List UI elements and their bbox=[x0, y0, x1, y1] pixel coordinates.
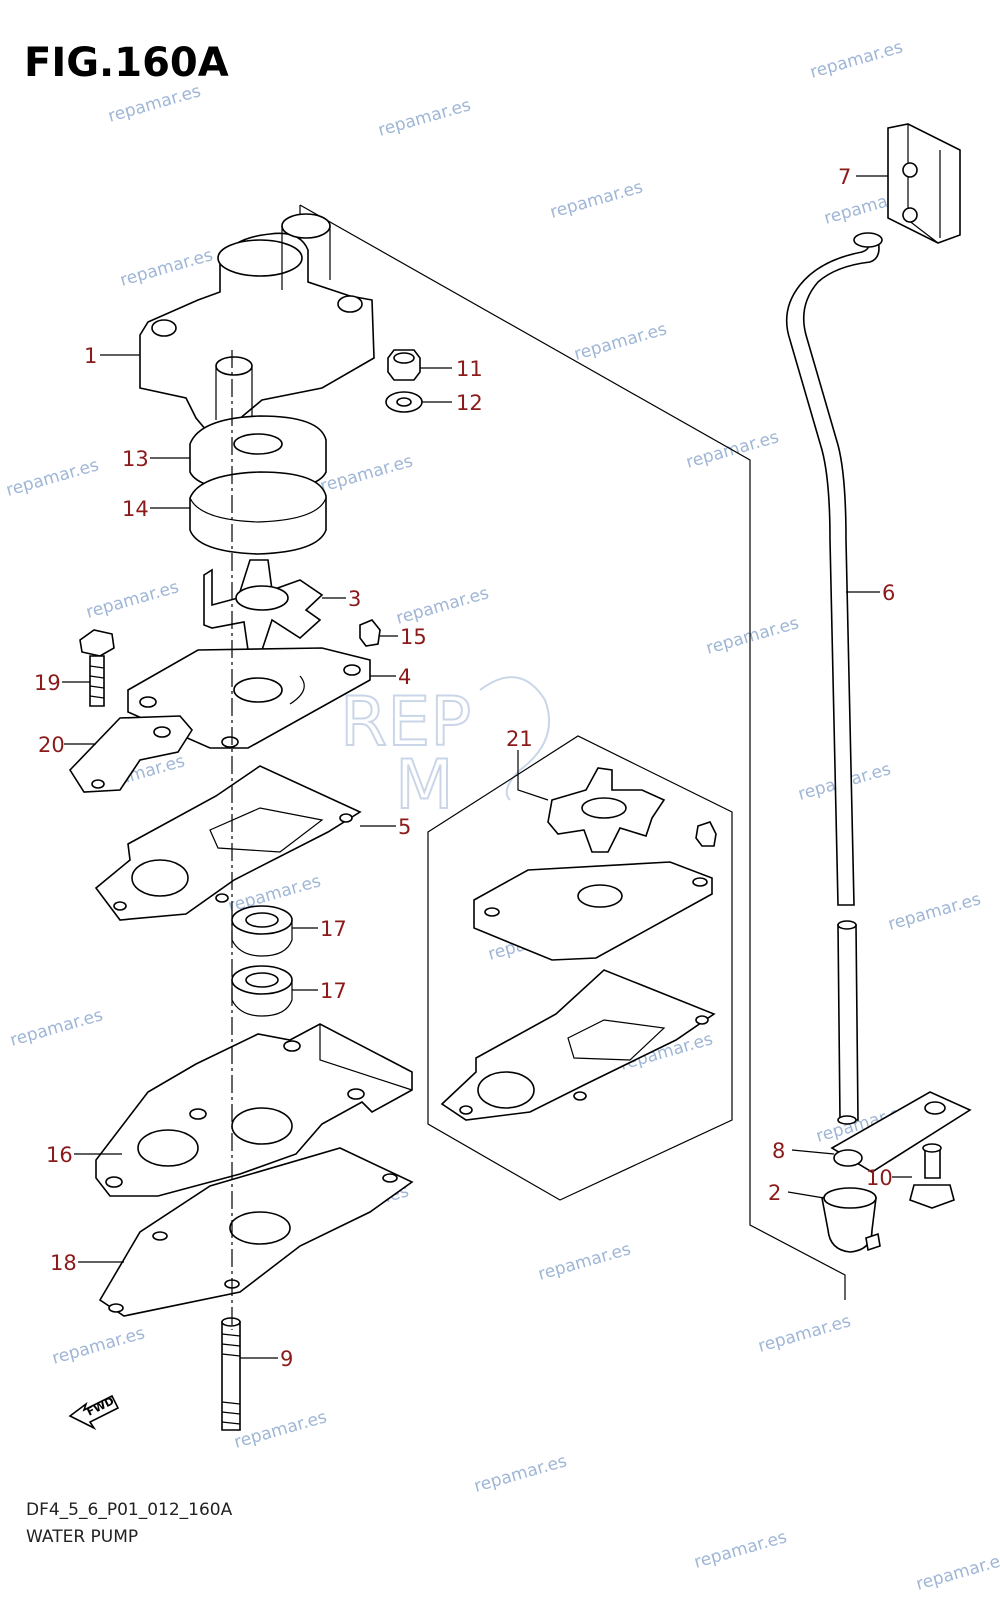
callout-19: 19 bbox=[34, 671, 61, 695]
part-7-grommet bbox=[887, 123, 961, 244]
watermark-text: repamar.es bbox=[756, 1311, 853, 1357]
callout-5: 5 bbox=[398, 815, 411, 839]
callout-12: 12 bbox=[456, 391, 483, 415]
watermark-text: repamar.es bbox=[536, 1239, 633, 1285]
callout-9: 9 bbox=[280, 1347, 293, 1371]
part-21-repair-kit bbox=[427, 735, 733, 1201]
callout-13: 13 bbox=[122, 447, 149, 471]
callout-21: 21 bbox=[506, 727, 533, 751]
part-3-impeller bbox=[203, 559, 324, 651]
part-1-pump-case bbox=[139, 213, 375, 431]
watermark-text: repamar.es bbox=[106, 81, 203, 127]
callout-11: 11 bbox=[456, 357, 483, 381]
fwd-arrow: FWD bbox=[68, 1394, 120, 1431]
callout-3: 3 bbox=[348, 587, 361, 611]
part-9-stud bbox=[221, 1317, 241, 1431]
part-15-key bbox=[359, 619, 381, 647]
callout-10: 10 bbox=[866, 1166, 893, 1190]
watermark-text: repamar.es bbox=[84, 577, 181, 623]
part-20-gasket bbox=[68, 715, 193, 793]
callout-2: 2 bbox=[768, 1181, 781, 1205]
part-18-gasket bbox=[98, 1147, 414, 1317]
part-4-plate bbox=[127, 647, 371, 749]
part-19-bolt bbox=[79, 629, 115, 707]
part-5-gasket bbox=[94, 765, 362, 921]
part-16-pump-base bbox=[95, 1023, 413, 1197]
watermark-text: repamar.es bbox=[232, 1407, 329, 1453]
figure-caption: WATER PUMP bbox=[26, 1527, 139, 1547]
watermark-text: repamar.es bbox=[8, 1005, 105, 1051]
callout-6: 6 bbox=[882, 581, 895, 605]
callout-17a: 17 bbox=[320, 917, 347, 941]
callout-labels: 1 2 3 4 5 6 7 8 9 10 11 12 13 14 15 16 1… bbox=[34, 165, 895, 1371]
part-2-grommet bbox=[821, 1187, 881, 1253]
callout-1: 1 bbox=[84, 344, 97, 368]
watermark-logo-bottom: M bbox=[395, 746, 454, 825]
callout-16: 16 bbox=[46, 1143, 73, 1167]
part-17-seal-lower bbox=[231, 965, 293, 1017]
callout-14: 14 bbox=[122, 497, 149, 521]
part-12-washer bbox=[385, 391, 423, 413]
watermark-text: repamar.es bbox=[376, 95, 473, 141]
watermark-text: repamar.es bbox=[4, 455, 101, 501]
watermark-text: repamar.es bbox=[886, 889, 983, 935]
figure-code: DF4_5_6_P01_012_160A bbox=[26, 1500, 233, 1520]
part-11-nut bbox=[387, 349, 421, 381]
part-6-water-tube bbox=[785, 232, 883, 1125]
watermark-text: repamar.es bbox=[692, 1527, 789, 1573]
watermark-text: repamar.es bbox=[318, 451, 415, 497]
watermark-text: repamar.es bbox=[472, 1451, 569, 1497]
callout-4: 4 bbox=[398, 665, 411, 689]
watermark-text: repamar.es bbox=[808, 37, 905, 83]
part-8-bracket bbox=[830, 1091, 972, 1173]
watermark-text: repamar.es bbox=[914, 1549, 1000, 1595]
callout-15: 15 bbox=[400, 625, 427, 649]
callout-20: 20 bbox=[38, 733, 65, 757]
figure-title: FIG.160A bbox=[24, 40, 229, 86]
callout-17b: 17 bbox=[320, 979, 347, 1003]
leader-lines bbox=[62, 175, 912, 1359]
callout-7: 7 bbox=[838, 165, 851, 189]
watermark-text: repamar.es bbox=[50, 1323, 147, 1369]
part-10-bolt bbox=[909, 1143, 955, 1209]
watermark-text: repamar.es bbox=[394, 583, 491, 629]
part-17-seal-upper bbox=[231, 905, 293, 957]
watermark-text: repamar.es bbox=[704, 613, 801, 659]
callout-8: 8 bbox=[772, 1139, 785, 1163]
watermark-logo-top: REP bbox=[340, 683, 471, 762]
part-14-housing-ring bbox=[189, 471, 327, 555]
watermark-logo: REP M bbox=[339, 676, 551, 826]
callout-18: 18 bbox=[50, 1251, 77, 1275]
watermark-text: repamar.es bbox=[572, 319, 669, 365]
watermark-text: repamar.es bbox=[548, 177, 645, 223]
watermark-text: repamar.es bbox=[118, 245, 215, 291]
